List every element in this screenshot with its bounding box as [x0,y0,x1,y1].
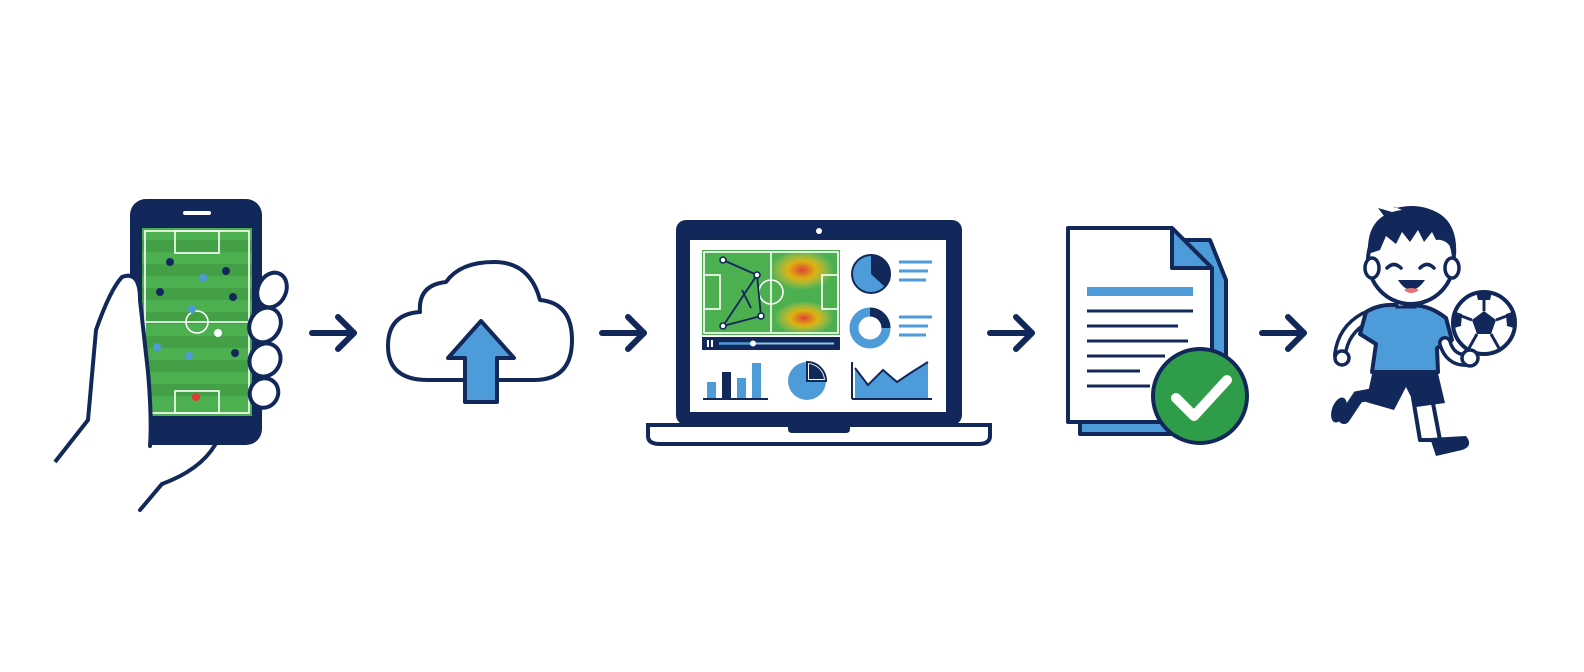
phone-speaker-icon [183,211,211,215]
arrow-right-icon [1259,314,1307,352]
happy-player-with-ball-icon [1331,206,1517,456]
mini-area-chart [851,361,932,400]
mini-pie-chart [788,360,828,400]
arrow-right-icon [309,314,357,352]
webcam-icon [816,228,822,234]
phone-recording-match-icon [53,199,289,512]
cloud-upload-icon [386,260,574,404]
stat-pie-widget [851,254,932,294]
laptop-analytics-dashboard-icon [646,220,992,446]
hand-thumb [53,273,153,464]
upload-arrow-icon [446,319,516,404]
hand-fingers [247,270,289,410]
phone-players [153,258,239,401]
player-shirt [1358,302,1454,374]
player-hair [1367,206,1457,256]
tactics-heatmap-pitch [702,250,840,335]
arrow-right-icon [599,314,647,352]
video-progress-bar [702,337,840,350]
soccer-ball-icon [1451,290,1517,356]
arrow-right-icon [987,314,1035,352]
mini-bar-chart [703,363,768,400]
report-approved-icon [1066,226,1249,445]
stat-donut-widget [849,307,932,349]
page-fold-icon [1170,226,1214,270]
check-badge-icon [1151,347,1249,445]
report-text-lines [1087,287,1193,388]
